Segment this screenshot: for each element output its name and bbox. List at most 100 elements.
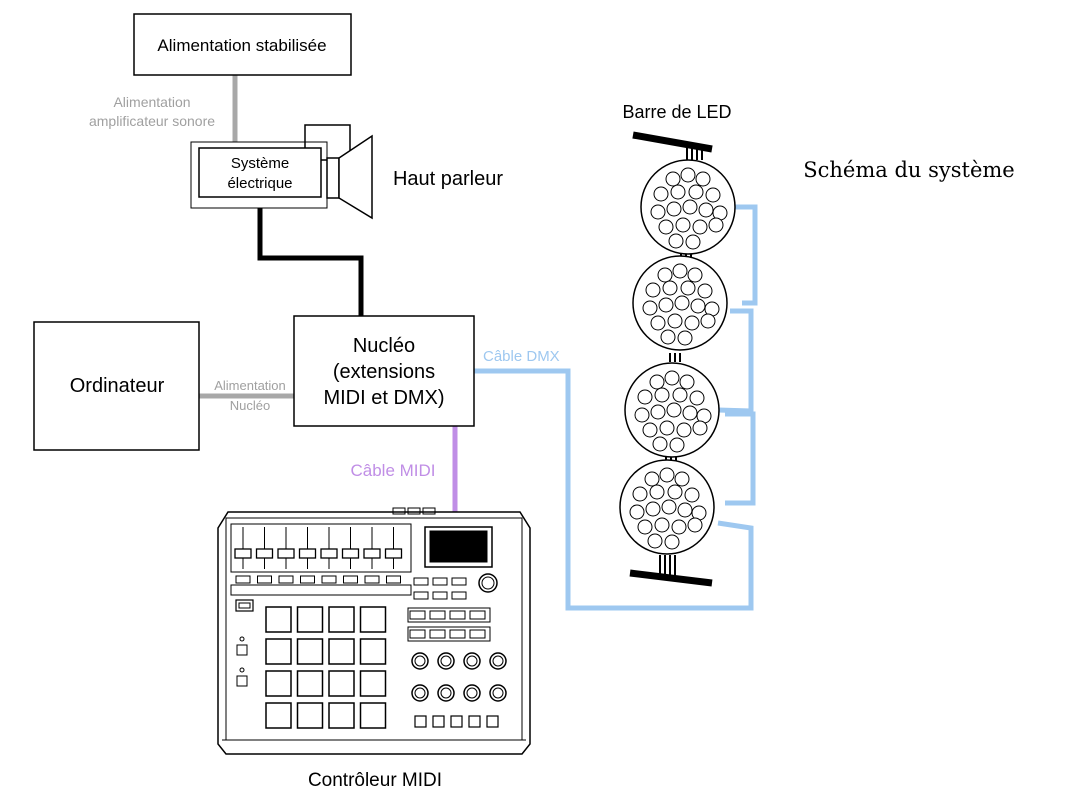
led-icon <box>690 298 706 314</box>
led-icon <box>667 484 683 500</box>
speaker-cone-icon <box>338 134 373 220</box>
fader-panel <box>230 523 412 573</box>
fader-cap <box>341 548 360 559</box>
electrical-system-label-line2: électrique <box>227 175 292 192</box>
led-icon <box>668 233 684 249</box>
led-icon <box>669 437 685 453</box>
fader-cap <box>298 548 317 559</box>
drum-pad <box>328 606 355 633</box>
led-icon <box>689 390 705 406</box>
led-icon <box>672 387 688 403</box>
led-icon <box>659 420 675 436</box>
led-icon <box>649 374 665 390</box>
led-icon <box>680 280 696 296</box>
dmx-daisy-link-2 <box>717 308 754 414</box>
led-icon <box>644 471 660 487</box>
led-icon <box>642 422 658 438</box>
drum-pad <box>265 670 292 697</box>
drum-pad <box>296 638 324 665</box>
fader-cap <box>234 548 252 559</box>
led-icon <box>685 234 701 250</box>
led-icon <box>677 502 693 518</box>
led-icon <box>670 184 686 200</box>
fader-cap <box>277 548 295 559</box>
diagram-title: Schéma du système <box>803 158 1014 182</box>
fader-button <box>386 575 401 584</box>
drum-pad <box>296 606 324 633</box>
led-icon <box>632 486 648 502</box>
function-button <box>429 610 446 620</box>
led-icon <box>645 282 661 298</box>
led-bar-label: Barre de LED <box>622 102 731 122</box>
control-button <box>413 577 429 586</box>
rotary-knob-inner <box>440 687 452 699</box>
led-icon <box>671 519 687 535</box>
control-button <box>451 577 467 586</box>
drum-pad <box>265 638 292 665</box>
fader-button <box>364 575 380 584</box>
nucleo-power-label-line1: Alimentation <box>214 378 286 393</box>
function-button <box>429 629 446 639</box>
rotary-knob-inner <box>492 655 504 667</box>
fader-cap <box>320 548 338 559</box>
transport-button <box>486 715 499 728</box>
transport-button <box>432 715 445 728</box>
led-icon <box>658 297 674 313</box>
amp-power-label-line2: amplificateur sonore <box>89 113 215 129</box>
function-button <box>469 629 486 639</box>
led-icon <box>682 199 698 215</box>
fader-cap <box>363 548 381 559</box>
drum-pad <box>328 670 355 697</box>
led-icon <box>645 501 661 517</box>
led-icon <box>692 219 708 235</box>
transport-button <box>414 715 427 728</box>
controller-main-knob <box>478 573 498 593</box>
led-icon <box>666 201 682 217</box>
drum-pad <box>359 702 387 729</box>
led-icon <box>657 267 673 283</box>
dmx-cable-label: Câble DMX <box>483 348 560 365</box>
control-button <box>432 591 448 600</box>
led-spotlight <box>624 362 720 458</box>
led-icon <box>667 313 683 329</box>
led-icon <box>677 330 693 346</box>
led-icon <box>649 484 665 500</box>
fader-cap <box>384 548 403 559</box>
function-button <box>449 629 466 639</box>
rotary-knob-inner <box>414 687 426 699</box>
led-icon <box>650 404 666 420</box>
led-icon <box>664 534 680 550</box>
led-icon <box>629 504 645 520</box>
nucleo-node: Nucléo (extensions MIDI et DMX) <box>293 315 475 427</box>
led-icon <box>661 499 677 515</box>
dmx-daisy-link-1 <box>735 204 758 306</box>
led-icon <box>664 370 680 386</box>
drum-pad <box>359 670 387 697</box>
led-spotlight <box>640 159 736 255</box>
power-supply-label: Alimentation stabilisée <box>157 36 326 55</box>
led-icon <box>650 315 666 331</box>
led-icon <box>653 186 669 202</box>
function-button <box>469 610 486 620</box>
drum-pad <box>359 606 387 633</box>
led-icon <box>692 420 708 436</box>
led-spotlight <box>632 255 728 351</box>
function-button <box>409 610 426 620</box>
audio-line <box>257 196 364 316</box>
amp-power-label-line1: Alimentation <box>113 94 190 110</box>
led-icon <box>666 402 682 418</box>
led-icon <box>674 295 690 311</box>
electrical-system-box <box>198 147 322 198</box>
nucleo-label-line1: Nucléo <box>353 335 415 357</box>
transport-button <box>450 715 463 728</box>
rotary-knob <box>411 684 429 702</box>
rotary-knob-inner <box>414 655 426 667</box>
button-row-frame <box>407 607 491 623</box>
led-icon <box>684 487 700 503</box>
led-icon <box>698 202 714 218</box>
computer-label: Ordinateur <box>70 375 165 397</box>
led-icon <box>654 387 670 403</box>
control-button <box>413 591 429 600</box>
rotary-knob-inner <box>440 655 452 667</box>
